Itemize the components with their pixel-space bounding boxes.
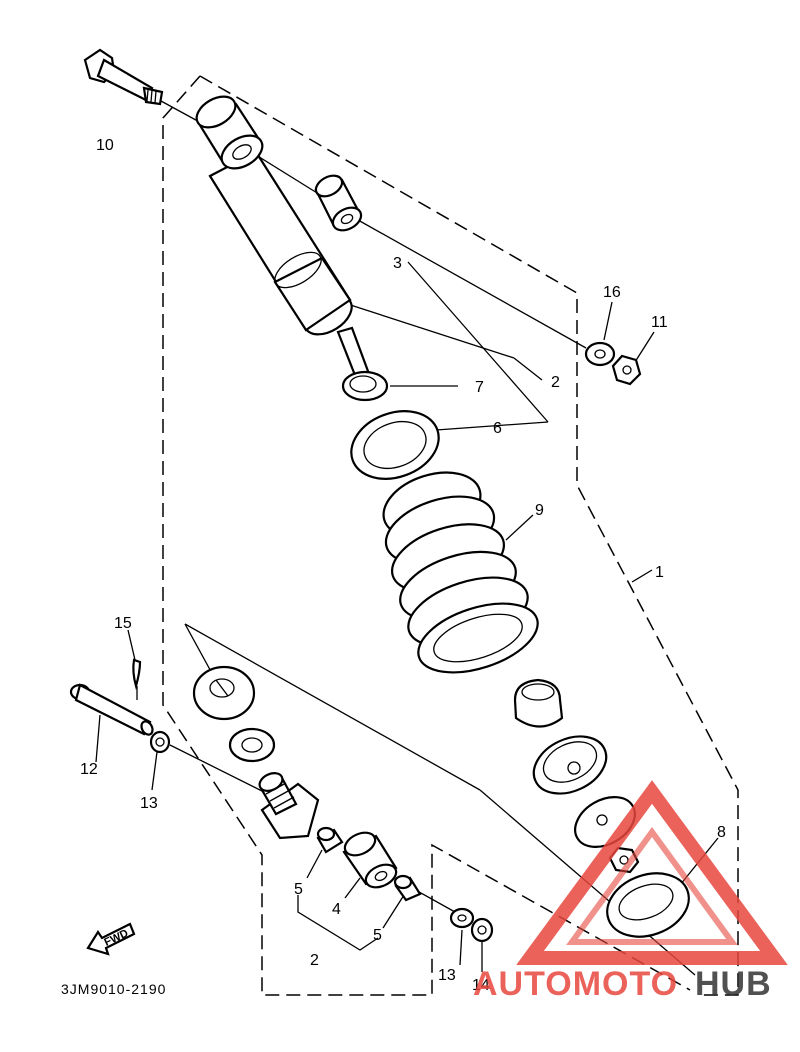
bump-stopper [513,678,564,728]
callout-13-lower: 13 [438,967,456,984]
oil-seal [228,727,276,763]
callout-labels: 10 3 16 11 7 2 6 9 1 15 12 13 8 5 4 5 2 … [80,137,726,994]
lower-collar [192,665,256,721]
watermark-text-right: HUB [695,965,772,1003]
bolt-lower-12 [69,683,154,736]
washer-13-lower [449,907,475,929]
callout-16: 16 [603,284,621,301]
automotohub-logo: AUTOMOTO HUB [473,780,788,1003]
callout-3: 3 [393,255,402,272]
callout-2-upper: 2 [551,374,560,391]
callout-15: 15 [114,615,132,632]
bolt-upper [83,48,164,106]
callout-4: 4 [332,901,341,918]
callout-2-lower: 2 [310,952,319,969]
callout-5-lower: 5 [373,927,382,944]
assembly-outline-left [162,75,691,996]
callout-14: 14 [472,977,490,994]
assembly-outline-shock [199,75,739,996]
bushing-upper [314,174,363,232]
bushing-5-lower [393,874,422,902]
callout-6: 6 [493,420,502,437]
callout-12: 12 [80,761,98,778]
callout-1: 1 [655,564,664,581]
spring-seat-6 [350,410,440,480]
callout-8: 8 [717,824,726,841]
lower-eye [258,772,320,840]
callout-11: 11 [651,314,668,331]
cotter-pin-15 [132,658,142,700]
callout-9: 9 [535,502,544,519]
forward-arrow-icon: FWD [86,922,136,956]
washer-14 [470,917,494,943]
rubber-seat-8 [606,872,690,938]
washer-16 [584,341,616,367]
lower-spring-seat [532,735,608,795]
callout-13-upper: 13 [140,795,158,812]
shock-absorber-body [195,95,374,390]
callout-10: 10 [96,137,114,154]
nut-11 [611,354,642,386]
diagram-code: 3JM9010-2190 [61,981,166,997]
washer-13-upper [149,730,171,754]
watermark-text-left: AUTOMOTO [473,965,678,1003]
circlip-7 [341,370,389,402]
callout-7: 7 [475,379,484,396]
coil-spring-9 [382,471,539,674]
bushing-4 [342,831,398,889]
callout-5-upper: 5 [294,881,303,898]
fwd-label: FWD [102,927,130,948]
bushing-5-upper [316,826,344,854]
